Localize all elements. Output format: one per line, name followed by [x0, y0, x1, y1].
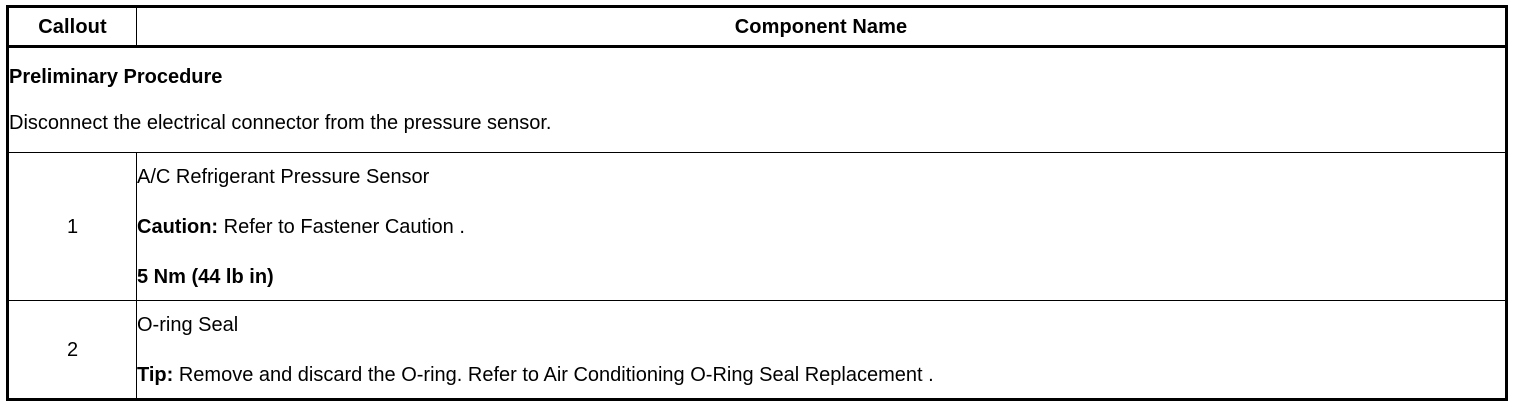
component-title-2: O-ring Seal — [137, 313, 239, 336]
table-row: 2 O-ring Seal Tip: Remove and discard th… — [6, 300, 1508, 401]
preliminary-procedure-title: Preliminary Procedure — [9, 66, 223, 88]
header-row: Callout Component Name — [6, 5, 1508, 48]
component-callout-table: Callout Component Name Preliminary Proce… — [6, 5, 1508, 401]
component-name-cell-2: O-ring Seal Tip: Remove and discard the … — [136, 300, 1508, 401]
table-header: Callout Component Name — [6, 5, 1508, 48]
callout-number-2: 2 — [6, 300, 137, 401]
caution-text-1: Refer to Fastener Caution . — [218, 215, 465, 238]
table-row: 1 A/C Refrigerant Pressure Sensor Cautio… — [6, 152, 1508, 301]
table-body: Preliminary Procedure Disconnect the ele… — [6, 46, 1508, 401]
preliminary-procedure-row: Preliminary Procedure Disconnect the ele… — [6, 46, 1508, 153]
callout-number-1: 1 — [6, 152, 137, 301]
column-header-callout: Callout — [6, 5, 137, 48]
component-name-cell-1: A/C Refrigerant Pressure Sensor Caution:… — [136, 152, 1508, 301]
preliminary-procedure-cell: Preliminary Procedure Disconnect the ele… — [6, 46, 1508, 153]
torque-spec-1: 5 Nm (44 lb in) — [137, 265, 274, 288]
caution-note-1: Caution: Refer to Fastener Caution . — [137, 215, 1505, 239]
tip-note-2: Tip: Remove and discard the O-ring. Refe… — [137, 363, 1505, 387]
preliminary-procedure-text: Disconnect the electrical connector from… — [9, 112, 552, 134]
column-header-component-name: Component Name — [136, 5, 1508, 48]
tip-text-2: Remove and discard the O-ring. Refer to … — [173, 363, 934, 386]
caution-label-1: Caution: — [137, 215, 219, 238]
component-title-1: A/C Refrigerant Pressure Sensor — [137, 165, 430, 188]
tip-label-2: Tip: — [137, 363, 174, 386]
